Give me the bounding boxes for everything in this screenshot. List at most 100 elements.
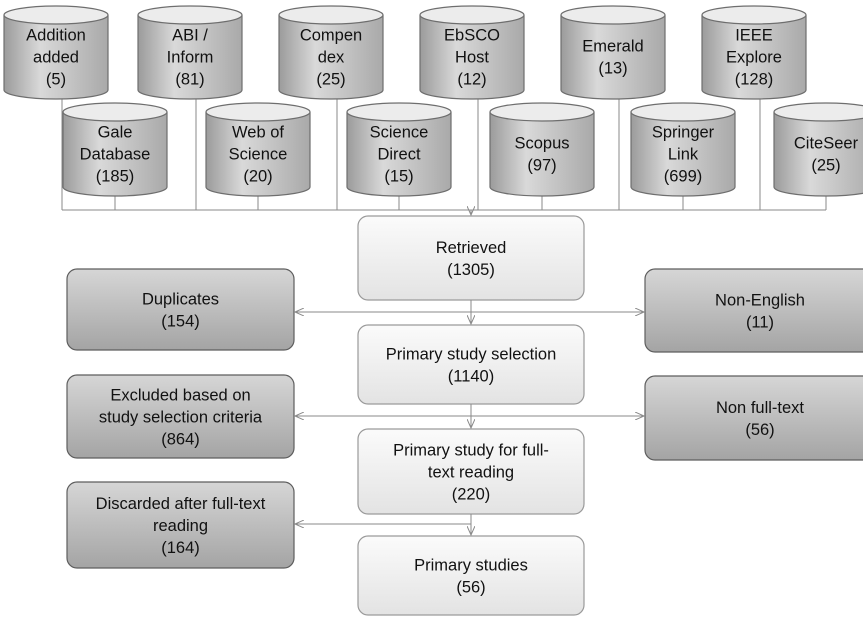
- database-label-ieee-line: Explore: [726, 49, 782, 67]
- database-addition: Addition added (5): [3, 5, 109, 100]
- cylinder-body: [773, 112, 863, 197]
- database-label-compendex-line: Compen: [300, 27, 362, 45]
- box-label-non-fulltext-line: (56): [745, 421, 774, 439]
- database-label-compendex-line: (25): [316, 71, 345, 89]
- database-label-springer-line: (699): [664, 168, 703, 186]
- box-duplicates: Duplicates(154): [66, 268, 295, 351]
- box-label-excluded-criteria-line: Excluded based on: [110, 387, 250, 405]
- box-shape: [357, 324, 585, 405]
- database-label-citeseer-line: (25): [811, 157, 840, 175]
- box-shape: [644, 375, 863, 461]
- box-primary-studies: Primary studies (56): [357, 535, 585, 616]
- box-label-primary-selection-line: Primary study selection: [386, 346, 557, 364]
- database-abi: ABI /Inform(81): [137, 5, 243, 100]
- cylinder-top: [137, 5, 243, 25]
- database-label-sciencedirect-line: (15): [384, 168, 413, 186]
- box-primary-selection: Primary study selection(1140): [357, 324, 585, 405]
- connector-lines: [61, 93, 827, 211]
- database-label-abi: ABI /Inform(81): [167, 27, 214, 89]
- cylinder-top: [419, 5, 525, 25]
- box-label-duplicates: Duplicates(154): [142, 291, 219, 331]
- database-label-citeseer-line: CiteSeer: [794, 135, 859, 153]
- database-label-addition-line: added: [33, 49, 79, 67]
- box-label-retrieved-line: (1305): [447, 261, 495, 279]
- database-label-ebsco: EbSCO Host (12): [444, 27, 500, 89]
- cylinder-body: [346, 112, 452, 197]
- database-label-ieee-line: (128): [735, 71, 774, 89]
- cylinder-body: [62, 112, 168, 197]
- box-label-non-english-line: Non-English: [715, 292, 805, 310]
- cylinder-top: [560, 5, 666, 25]
- box-label-fulltext-reading: Primary study for full-text reading(220): [393, 442, 549, 504]
- database-label-sciencedirect-line: Science: [370, 124, 429, 142]
- cylinder-body: [278, 15, 384, 100]
- database-label-abi-line: Inform: [167, 49, 214, 67]
- cylinder-top: [701, 5, 807, 25]
- cylinder-top: [346, 102, 452, 122]
- database-label-gale-line: Database: [80, 146, 151, 164]
- database-label-scopus-line: Scopus: [514, 135, 569, 153]
- database-label-citeseer: CiteSeer (25): [794, 135, 859, 175]
- cylinder-top: [630, 102, 736, 122]
- box-label-primary-studies-line: (56): [456, 579, 485, 597]
- database-label-ebsco-line: EbSCO: [444, 27, 500, 45]
- cylinder-body: [701, 15, 807, 100]
- database-label-ebsco-line: (12): [457, 71, 486, 89]
- box-discarded: Discarded after full-text reading (164): [66, 481, 295, 569]
- cylinder-body: [3, 15, 109, 100]
- database-compendex: Compen dex (25): [278, 5, 384, 100]
- box-label-discarded-line: reading: [153, 517, 208, 535]
- database-label-gale-line: (185): [96, 168, 135, 186]
- database-label-springer-line: Link: [668, 146, 699, 164]
- cylinder-top: [62, 102, 168, 122]
- database-ebsco: EbSCO Host (12): [419, 5, 525, 100]
- database-label-compendex-line: dex: [318, 49, 345, 67]
- database-label-wos-line: (20): [243, 168, 272, 186]
- cylinder-body: [630, 112, 736, 197]
- database-label-addition-line: Addition: [26, 27, 86, 45]
- cylinder-body: [137, 15, 243, 100]
- database-label-ebsco-line: Host: [455, 49, 489, 67]
- cylinder-top: [489, 102, 595, 122]
- database-label-abi-line: ABI /: [172, 27, 208, 45]
- box-label-fulltext-reading-line: text reading: [428, 464, 514, 482]
- box-label-non-english: Non-English (11): [715, 292, 805, 332]
- database-citeseer: CiteSeer (25): [773, 102, 863, 197]
- box-label-discarded-line: Discarded after full-text: [96, 495, 266, 513]
- database-label-wos-line: Science: [229, 146, 288, 164]
- box-label-discarded-line: (164): [161, 539, 200, 557]
- cylinder-top: [278, 5, 384, 25]
- database-label-compendex: Compen dex (25): [300, 27, 362, 89]
- cylinder-body: [489, 112, 595, 197]
- cylinder-top: [205, 102, 311, 122]
- database-label-emerald-line: (13): [598, 60, 627, 78]
- box-label-duplicates-line: Duplicates: [142, 291, 219, 309]
- box-label-primary-studies: Primary studies (56): [414, 557, 528, 597]
- database-label-addition-line: (5): [46, 71, 66, 89]
- flow-arrows: [295, 210, 644, 535]
- box-label-non-fulltext-line: Non full-text: [716, 399, 804, 417]
- database-scopus: Scopus(97): [489, 102, 595, 197]
- database-label-springer-line: Springer: [652, 124, 715, 142]
- box-non-fulltext: Non full-text (56): [644, 375, 863, 461]
- box-label-non-english-line: (11): [746, 314, 774, 332]
- cylinder-body: [419, 15, 525, 100]
- box-retrieved: Retrieved (1305): [357, 215, 585, 301]
- cylinder-top: [773, 102, 863, 122]
- database-label-sciencedirect-line: Direct: [377, 146, 421, 164]
- box-label-primary-studies-line: Primary studies: [414, 557, 528, 575]
- box-label-discarded: Discarded after full-text reading (164): [96, 495, 266, 557]
- box-label-primary-selection: Primary study selection(1140): [386, 346, 557, 386]
- box-label-retrieved-line: Retrieved: [436, 239, 507, 257]
- box-label-fulltext-reading-line: Primary study for full-: [393, 442, 549, 460]
